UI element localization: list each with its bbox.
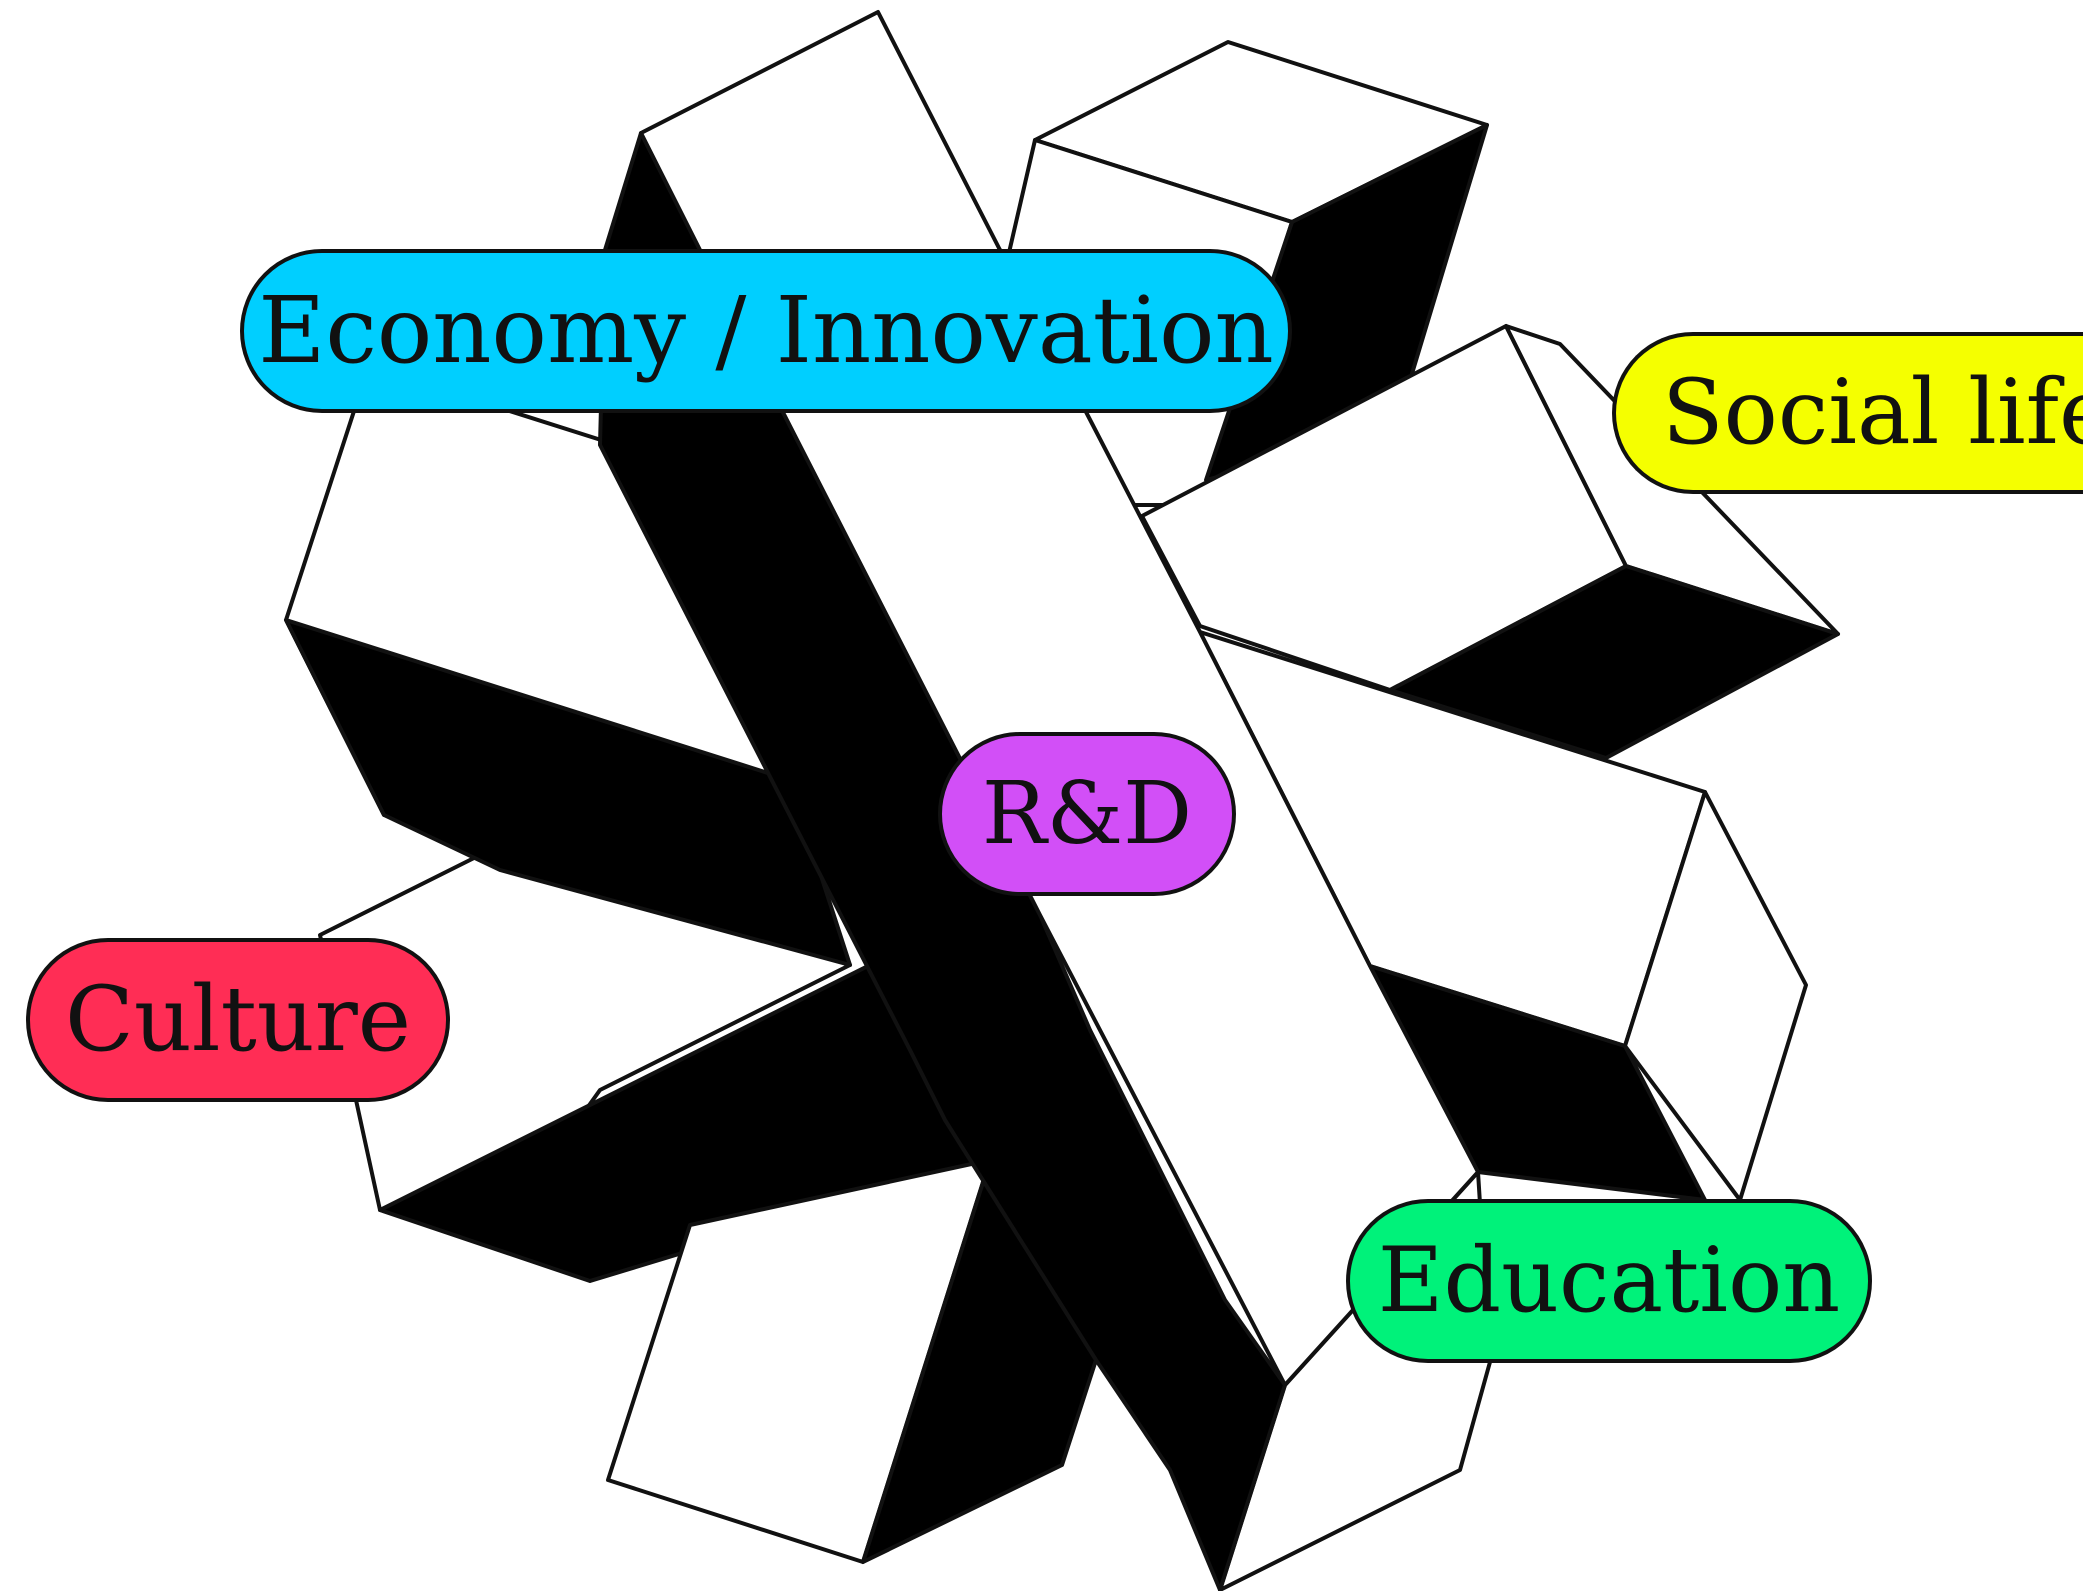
- node-education: Education: [1346, 1199, 1872, 1363]
- arm-social-shade: [1388, 564, 1840, 760]
- node-social-life-label: Social life: [1662, 360, 2083, 465]
- node-economy-innovation: Economy / Innovation: [240, 249, 1292, 413]
- node-economy-innovation-label: Economy / Innovation: [258, 277, 1274, 384]
- node-education-label: Education: [1377, 1228, 1841, 1333]
- arm-economy-shade: [284, 618, 852, 967]
- node-rd-label: R&D: [981, 764, 1193, 864]
- node-social-life: Social life: [1612, 332, 2083, 494]
- node-rd-center: R&D: [938, 732, 1236, 896]
- node-culture: Culture: [26, 938, 450, 1102]
- node-culture-label: Culture: [64, 967, 412, 1072]
